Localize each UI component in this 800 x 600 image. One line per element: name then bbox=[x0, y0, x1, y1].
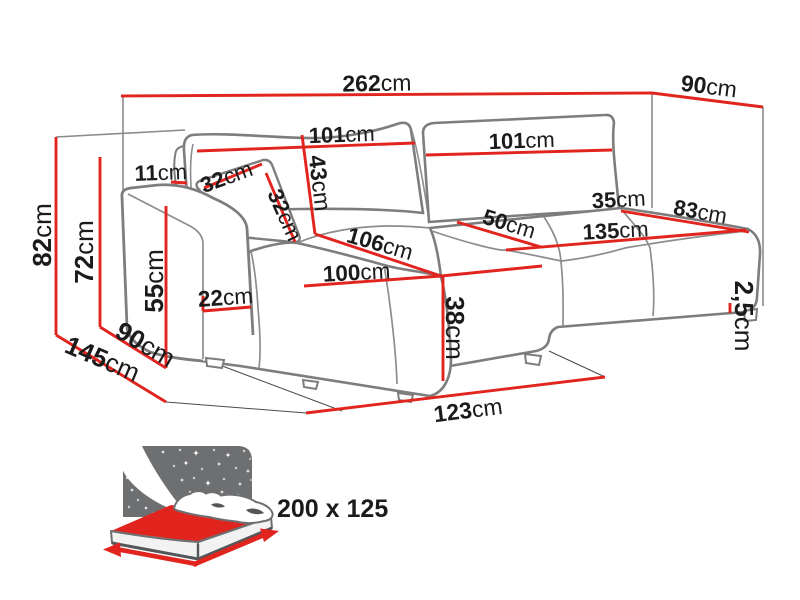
svg-text:83cm: 83cm bbox=[672, 195, 729, 229]
svg-text:200 x 125: 200 x 125 bbox=[277, 495, 388, 523]
svg-text:38cm: 38cm bbox=[440, 296, 470, 360]
svg-text:123cm: 123cm bbox=[432, 393, 504, 427]
svg-text:35cm: 35cm bbox=[591, 186, 646, 214]
svg-text:262cm: 262cm bbox=[342, 69, 411, 96]
svg-text:22cm: 22cm bbox=[197, 283, 254, 312]
svg-text:72cm: 72cm bbox=[69, 220, 99, 284]
svg-text:55cm: 55cm bbox=[139, 249, 169, 313]
svg-text:100cm: 100cm bbox=[322, 258, 391, 287]
svg-text:82cm: 82cm bbox=[27, 203, 57, 267]
svg-text:11cm: 11cm bbox=[134, 159, 187, 186]
svg-text:43cm: 43cm bbox=[304, 154, 337, 213]
svg-text:135cm: 135cm bbox=[582, 216, 649, 244]
svg-text:90cm: 90cm bbox=[679, 70, 738, 103]
svg-text:101cm: 101cm bbox=[488, 127, 555, 154]
svg-text:101cm: 101cm bbox=[308, 121, 375, 148]
svg-text:2,5cm: 2,5cm bbox=[729, 281, 759, 352]
